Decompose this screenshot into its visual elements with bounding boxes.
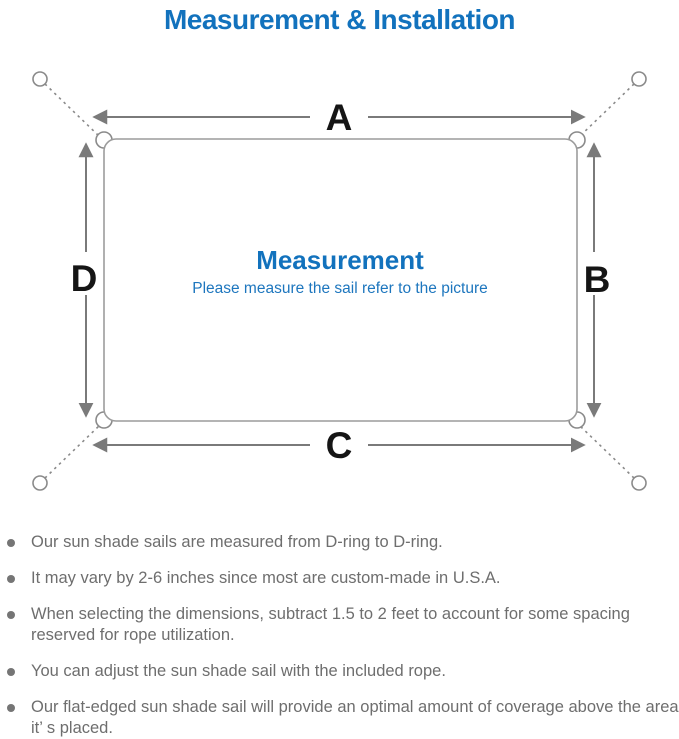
note-text: You can adjust the sun shade sail with t… bbox=[31, 662, 446, 680]
diagram-center-heading: Measurement bbox=[256, 245, 424, 275]
page-title: Measurement & Installation bbox=[163, 4, 516, 35]
dim-label-c: C bbox=[326, 425, 353, 466]
rope-line-bottom-left bbox=[44, 423, 102, 479]
dim-label-d: D bbox=[71, 258, 98, 299]
note-item: It may vary by 2-6 inches since most are… bbox=[7, 568, 679, 589]
note-text: When selecting the dimensions, subtract … bbox=[31, 605, 630, 644]
bullet-icon bbox=[7, 575, 15, 583]
bullet-icon bbox=[7, 539, 15, 547]
anchor-ring-icon-top-right bbox=[631, 71, 647, 87]
notes-list: Our sun shade sails are measured from D-… bbox=[7, 532, 679, 739]
dim-label-b: B bbox=[584, 259, 611, 300]
anchor-ring-icon-bottom-right bbox=[631, 475, 647, 491]
rope-line-bottom-right bbox=[577, 423, 635, 479]
note-item: Our sun shade sails are measured from D-… bbox=[7, 532, 679, 553]
measurement-diagram: A C D B Measurement Please measure the s… bbox=[32, 71, 647, 491]
sail-outline bbox=[103, 138, 578, 422]
note-item: You can adjust the sun shade sail with t… bbox=[7, 661, 679, 682]
note-text: Our flat-edged sun shade sail will provi… bbox=[31, 698, 679, 737]
diagram-center-subtitle: Please measure the sail refer to the pic… bbox=[192, 280, 488, 297]
anchor-ring-icon-bottom-left bbox=[32, 475, 48, 491]
rope-line-top-left bbox=[44, 83, 102, 139]
bullet-icon bbox=[7, 668, 15, 676]
note-item: When selecting the dimensions, subtract … bbox=[7, 604, 679, 646]
bullet-icon bbox=[7, 611, 15, 619]
bullet-icon bbox=[7, 704, 15, 712]
rope-line-top-right bbox=[577, 83, 635, 139]
note-item: Our flat-edged sun shade sail will provi… bbox=[7, 697, 679, 739]
note-text: It may vary by 2-6 inches since most are… bbox=[31, 569, 501, 587]
anchor-ring-icon-top-left bbox=[32, 71, 48, 87]
dim-label-a: A bbox=[326, 97, 353, 138]
note-text: Our sun shade sails are measured from D-… bbox=[31, 533, 443, 551]
